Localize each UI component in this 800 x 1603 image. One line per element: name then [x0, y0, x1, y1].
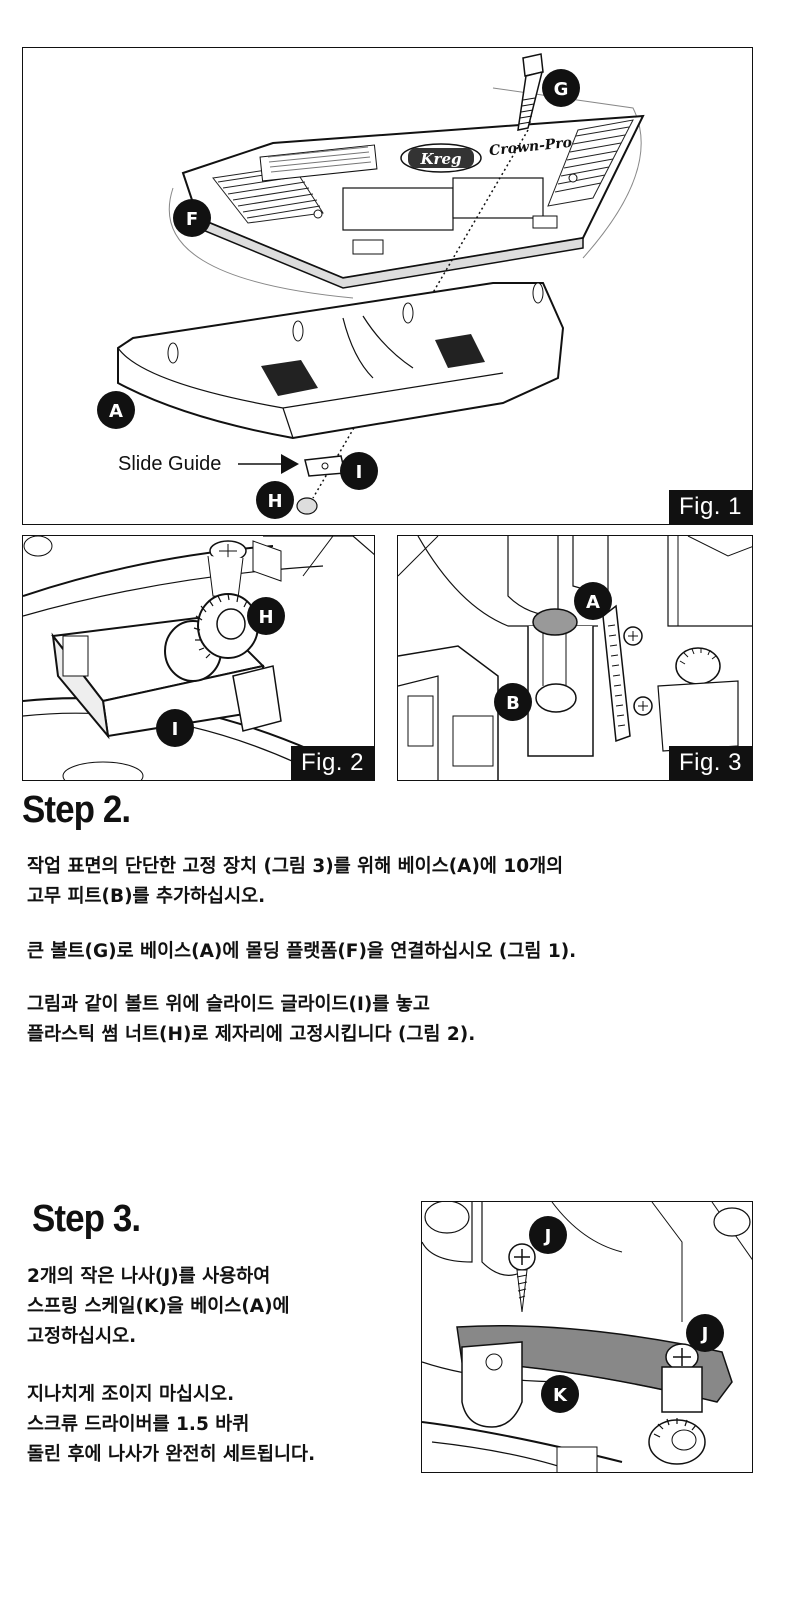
svg-text:A: A: [109, 401, 123, 422]
callout-j-2: J: [686, 1314, 724, 1352]
thumb-nut-drawing: [164, 593, 259, 682]
svg-text:I: I: [356, 462, 363, 483]
svg-text:J: J: [543, 1226, 552, 1247]
figure-3-illustration: A B: [398, 536, 752, 780]
svg-text:B: B: [506, 693, 520, 714]
callout-b: B: [494, 683, 532, 721]
callout-a: A: [97, 391, 135, 429]
svg-text:J: J: [700, 1324, 709, 1345]
callout-j-1: J: [529, 1216, 567, 1254]
kreg-logo-text: Kreg: [420, 150, 462, 168]
step-3-heading: Step 3.: [32, 1198, 141, 1240]
svg-text:H: H: [267, 491, 282, 512]
scale-drawing: [602, 604, 631, 743]
bolt-g-drawing: [517, 53, 544, 131]
thumb-nut-drawing: [296, 497, 318, 515]
figure-3-tag: Fig. 3: [668, 746, 752, 780]
text-line: 돌린 후에 나사가 완전히 세트됩니다.: [27, 1444, 316, 1465]
screw-drawing: [207, 540, 282, 599]
figure-1-illustration: Kreg Crown-Pro: [97, 53, 645, 519]
figure-1: Kreg Crown-Pro: [22, 47, 753, 525]
figure-2-tag: Fig. 2: [290, 746, 374, 780]
text-line: 2개의 작은 나사(J)를 사용하여: [27, 1266, 271, 1287]
svg-text:H: H: [258, 607, 273, 628]
slide-guide-label: Slide Guide: [118, 453, 221, 475]
callout-h: H: [256, 481, 294, 519]
step-3-paragraph-1: 2개의 작은 나사(J)를 사용하여 스프링 스케일(K)을 베이스(A)에 고…: [27, 1262, 290, 1352]
step-2-paragraph-3: 그림과 같이 볼트 위에 슬라이드 글라이드(I)를 놓고 플라스틱 썸 너트(…: [27, 990, 475, 1050]
screw-j2-drawing: [661, 1343, 703, 1413]
text-line: 고무 피트(B)를 추가하십시오.: [27, 886, 266, 907]
text-line: 고정하십시오.: [27, 1326, 137, 1347]
callout-g: G: [542, 69, 580, 107]
text-line: 스크류 드라이버를 1.5 바퀴: [27, 1414, 250, 1435]
slide-guide-arrowhead: [281, 454, 299, 474]
step-3-paragraph-2: 지나치게 조이지 마십시오. 스크류 드라이버를 1.5 바퀴 돌린 후에 나사…: [27, 1380, 315, 1470]
text-line: 큰 볼트(G)로 베이스(A)에 몰딩 플랫폼(F)을 연결하십시오 (그림 1…: [27, 941, 577, 962]
figure-4: J J K: [421, 1201, 753, 1473]
callout-a: A: [574, 582, 612, 620]
callout-i: I: [340, 452, 378, 490]
text-line: 스프링 스케일(K)을 베이스(A)에: [27, 1296, 290, 1317]
screw-j1-drawing: [461, 1243, 536, 1428]
callout-k: K: [541, 1375, 579, 1413]
thumb-nut-drawing: [648, 1418, 706, 1465]
text-line: 작업 표면의 단단한 고정 장치 (그림 3)를 위해 베이스(A)에 10개의: [27, 856, 564, 877]
figure-3: A B Fig. 3: [397, 535, 753, 781]
figure-2: H I Fig. 2: [22, 535, 375, 781]
svg-text:I: I: [172, 719, 179, 740]
figure-4-illustration: J J K: [422, 1202, 752, 1472]
step-2-paragraph-1: 작업 표면의 단단한 고정 장치 (그림 3)를 위해 베이스(A)에 10개의…: [27, 852, 563, 912]
text-line: 플라스틱 썸 너트(H)로 제자리에 고정시킵니다 (그림 2).: [27, 1024, 476, 1045]
figure-2-illustration: H I: [23, 536, 374, 780]
molding-platform-drawing: Kreg Crown-Pro: [181, 114, 645, 289]
callout-i: I: [156, 709, 194, 747]
svg-text:K: K: [553, 1385, 568, 1406]
step-2-paragraph-2: 큰 볼트(G)로 베이스(A)에 몰딩 플랫폼(F)을 연결하십시오 (그림 1…: [27, 937, 576, 967]
text-line: 지나치게 조이지 마십시오.: [27, 1384, 235, 1405]
svg-text:F: F: [186, 209, 198, 230]
svg-text:G: G: [554, 79, 569, 100]
svg-text:A: A: [586, 592, 600, 613]
callout-f: F: [173, 199, 211, 237]
slide-guide-drawing: [304, 455, 346, 477]
callout-h: H: [247, 597, 285, 635]
text-line: 그림과 같이 볼트 위에 슬라이드 글라이드(I)를 놓고: [27, 994, 430, 1015]
screw-drawing: [623, 626, 653, 716]
thumb-nut-drawing: [657, 647, 739, 752]
base-a-drawing: [117, 282, 565, 440]
figure-1-tag: Fig. 1: [668, 490, 752, 524]
step-2-heading: Step 2.: [22, 789, 131, 831]
rubber-foot-drawing: [532, 608, 578, 686]
